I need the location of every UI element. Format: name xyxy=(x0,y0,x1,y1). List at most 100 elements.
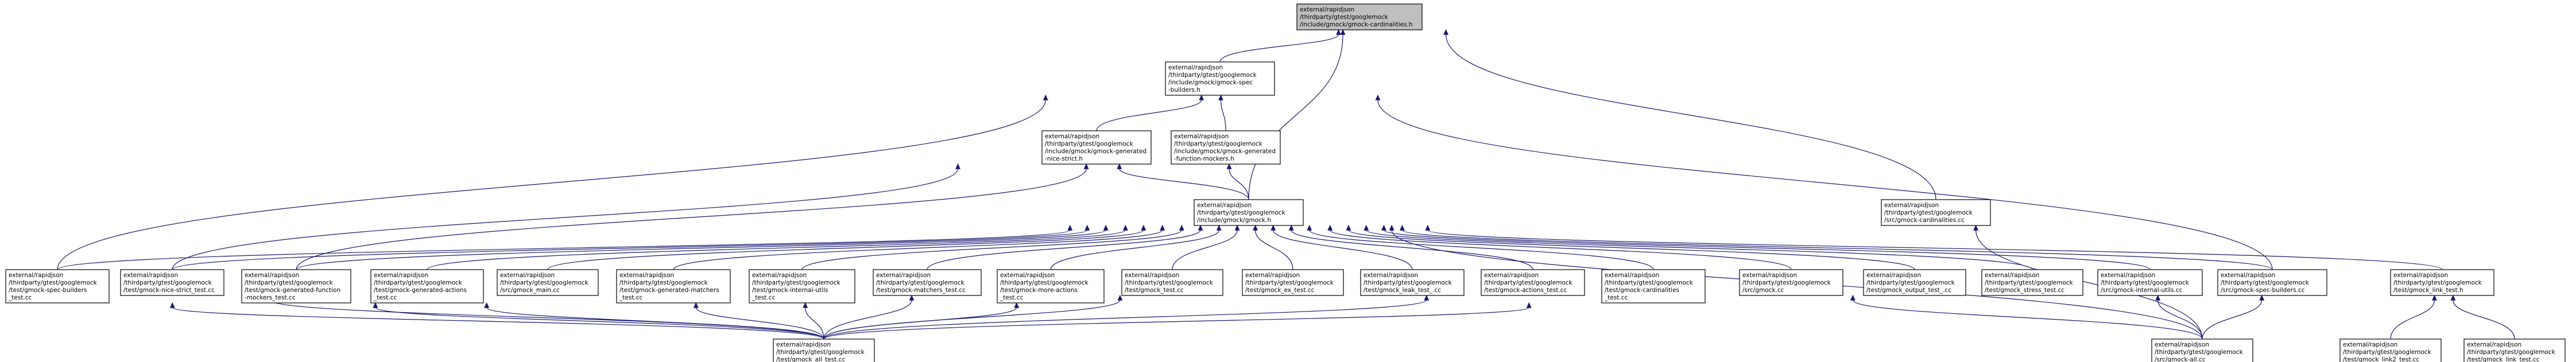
node-src-gmock-all-cc[interactable]: external/rapidjson/thirdparty/gtest/goog… xyxy=(2151,338,2253,362)
node-leak-test-cc[interactable]: external/rapidjson/thirdparty/gtest/goog… xyxy=(1360,269,1465,296)
node-label-line: /thirdparty/gtest/googlemock xyxy=(9,279,98,286)
node-nice-strict-test-cc[interactable]: external/rapidjson/thirdparty/gtest/goog… xyxy=(120,269,224,296)
node-label-line: /thirdparty/gtest/googlemock xyxy=(2221,279,2310,286)
node-label-line: /test/gmock-internal-utils xyxy=(752,287,828,294)
node-stress-test-cc[interactable]: external/rapidjson/thirdparty/gtest/goog… xyxy=(1981,269,2083,296)
edge-gmock-main-cc-to-gmock-h xyxy=(547,229,1144,270)
arrow-head xyxy=(1234,224,1240,231)
arrow-head xyxy=(1375,94,1381,100)
node-gen-actions-test-cc[interactable]: external/rapidjson/thirdparty/gtest/goog… xyxy=(370,269,484,303)
node-box xyxy=(997,269,1105,303)
node-cardinalities-h: external/rapidjson/thirdparty/gtest/goog… xyxy=(1296,3,1423,30)
node-box xyxy=(2463,338,2566,362)
edge-all-test-cc-to-matchers-test-cc xyxy=(823,299,912,340)
node-spec-builders-h[interactable]: external/rapidjson/thirdparty/gtest/goog… xyxy=(1165,61,1275,96)
node-box xyxy=(120,269,224,296)
arrow-head xyxy=(169,302,175,308)
node-label-line: external/rapidjson xyxy=(776,341,831,348)
node-gen-matchers-test-cc[interactable]: external/rapidjson/thirdparty/gtest/goog… xyxy=(616,269,731,303)
node-label-line: /test/gmock-generated-function xyxy=(245,287,340,294)
node-label-line: -function-mockers.h xyxy=(1174,155,1234,162)
edge-all-test-cc-to-actions-test-cc xyxy=(823,299,1427,340)
edge-spec-builders-test-cc-to-spec-builders-h xyxy=(57,99,1046,270)
arrow-head xyxy=(1067,224,1073,231)
edge-src-gmock-all-cc-to-src-cardinalities-cc xyxy=(1975,229,2203,340)
edge-gen-actions-test-cc-to-gmock-h xyxy=(427,229,1126,270)
node-label-line: /thirdparty/gtest/googlemock xyxy=(1045,141,1134,147)
node-label-line: external/rapidjson xyxy=(1045,133,1099,140)
node-spec-builders-test-cc[interactable]: external/rapidjson/thirdparty/gtest/goog… xyxy=(5,269,110,303)
node-label-line: /src/gmock-spec-builders.cc xyxy=(2221,287,2305,294)
arrow-head xyxy=(1103,224,1109,231)
node-output-test-cc[interactable]: external/rapidjson/thirdparty/gtest/goog… xyxy=(1863,269,1966,296)
node-matchers-test-cc[interactable]: external/rapidjson/thirdparty/gtest/goog… xyxy=(873,269,982,296)
node-label-line: /thirdparty/gtest/googlemock xyxy=(1197,209,1286,216)
node-label-line: external/rapidjson xyxy=(1125,272,1179,279)
edge-all-test-cc-to-function-mockers-test-cc xyxy=(375,307,824,340)
node-layer: external/rapidjson/thirdparty/gtest/goog… xyxy=(5,3,2566,362)
node-actions-test-cc[interactable]: external/rapidjson/thirdparty/gtest/goog… xyxy=(1481,269,1585,296)
node-label-line: /src/gmock-cardinalities.cc xyxy=(1884,217,1965,224)
node-all-test-cc[interactable]: external/rapidjson/thirdparty/gtest/goog… xyxy=(773,338,875,362)
arrow-head xyxy=(1270,224,1276,231)
arrow-head xyxy=(1179,224,1184,231)
node-gmock-main-cc[interactable]: external/rapidjson/thirdparty/gtest/goog… xyxy=(497,269,599,296)
node-label-line: -builders.h xyxy=(1168,87,1200,94)
arrow-head xyxy=(2450,294,2456,301)
node-label-line: /thirdparty/gtest/googlemock xyxy=(123,279,212,286)
node-label-line: /thirdparty/gtest/googlemock xyxy=(1174,141,1263,147)
edge-gmock-h-to-cardinalities-h xyxy=(1248,34,1343,200)
arrow-head xyxy=(1199,94,1204,100)
node-gmock-test-cc[interactable]: external/rapidjson/thirdparty/gtest/goog… xyxy=(1121,269,1223,296)
node-label-line: /test/gmock-spec-builders xyxy=(9,287,87,294)
node-cardinalities-test-cc[interactable]: external/rapidjson/thirdparty/gtest/goog… xyxy=(1601,269,1706,303)
edge-cardinalities-test-cc-to-gmock-h xyxy=(1309,229,1654,270)
arrow-head xyxy=(1117,163,1122,169)
node-box xyxy=(241,269,351,303)
edge-nice-strict-test-cc-to-gmock-h xyxy=(172,229,1088,270)
edge-matchers-test-cc-to-gmock-h xyxy=(927,229,1201,270)
node-label-line: /test/gmock_stress_test.cc xyxy=(1985,287,2064,294)
node-src-cardinalities-cc[interactable]: external/rapidjson/thirdparty/gtest/goog… xyxy=(1881,199,1991,226)
node-nice-strict-h[interactable]: external/rapidjson/thirdparty/gtest/goog… xyxy=(1041,130,1152,165)
node-gmock-h[interactable]: external/rapidjson/thirdparty/gtest/goog… xyxy=(1194,199,1304,226)
node-ex-test-cc[interactable]: external/rapidjson/thirdparty/gtest/goog… xyxy=(1242,269,1344,296)
node-label-line: /test/gmock_test.cc xyxy=(1125,287,1184,294)
arrow-head xyxy=(1226,163,1232,169)
arrow-head xyxy=(1216,224,1222,231)
node-link2-test-cc[interactable]: external/rapidjson/thirdparty/gtest/goog… xyxy=(2339,338,2442,362)
node-label-line: /thirdparty/gtest/googlemock xyxy=(876,279,965,286)
node-label-line: _test.cc xyxy=(8,294,32,301)
node-box xyxy=(1041,130,1152,165)
node-label-line: /src/gmock-all.cc xyxy=(2155,356,2206,362)
node-label-line: /include/gmock/gmock-spec xyxy=(1168,79,1253,86)
arrow-head xyxy=(1363,224,1369,231)
node-label-line: _test.cc xyxy=(1000,294,1024,301)
node-link-test-cc[interactable]: external/rapidjson/thirdparty/gtest/goog… xyxy=(2463,338,2566,362)
node-box xyxy=(1165,61,1275,96)
node-src-spec-builders-cc[interactable]: external/rapidjson/thirdparty/gtest/goog… xyxy=(2217,269,2327,296)
node-function-mockers-test-cc[interactable]: external/rapidjson/thirdparty/gtest/goog… xyxy=(241,269,351,303)
node-box xyxy=(1296,3,1423,30)
arrow-head xyxy=(1141,224,1146,231)
node-label-line: external/rapidjson xyxy=(1197,202,1252,209)
arrow-head xyxy=(1526,302,1532,308)
edge-src-internal-utils-cc-to-gmock-h xyxy=(1383,229,2151,270)
node-box xyxy=(2151,338,2253,362)
arrow-head xyxy=(1850,294,1856,301)
node-more-actions-test-cc[interactable]: external/rapidjson/thirdparty/gtest/goog… xyxy=(997,269,1105,303)
node-src-gmock-cc[interactable]: external/rapidjson/thirdparty/gtest/goog… xyxy=(1739,269,1843,296)
node-function-mockers-h[interactable]: external/rapidjson/thirdparty/gtest/goog… xyxy=(1171,130,1281,165)
node-link-test-h[interactable]: external/rapidjson/thirdparty/gtest/goog… xyxy=(2390,269,2494,296)
node-label-line: /thirdparty/gtest/googlemock xyxy=(245,279,334,286)
arrow-head xyxy=(1117,294,1123,301)
node-src-internal-utils-cc[interactable]: external/rapidjson/thirdparty/gtest/goog… xyxy=(2097,269,2203,296)
arrow-head xyxy=(1198,224,1203,231)
node-label-line: external/rapidjson xyxy=(9,272,63,279)
node-label-line: /src/gmock.cc xyxy=(1742,287,1784,294)
node-label-line: external/rapidjson xyxy=(2393,272,2448,279)
node-label-line: /thirdparty/gtest/googlemock xyxy=(500,279,589,286)
node-internal-utils-test-cc[interactable]: external/rapidjson/thirdparty/gtest/goog… xyxy=(749,269,855,303)
edge-spec-builders-h-to-cardinalities-h xyxy=(1219,34,1339,63)
node-label-line: /thirdparty/gtest/googlemock xyxy=(1125,279,1214,286)
